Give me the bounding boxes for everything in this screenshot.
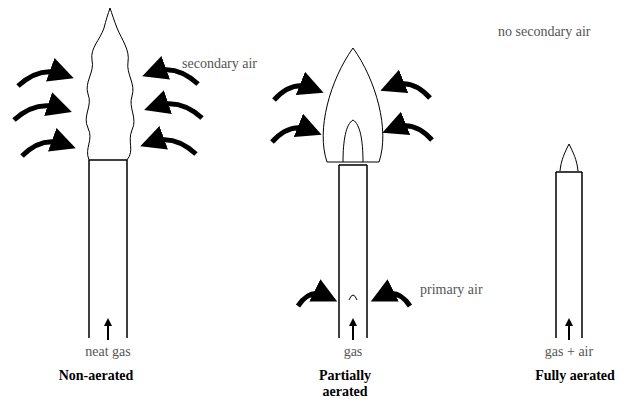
burner-caption: Fully aerated xyxy=(530,368,620,384)
secondary-air-arrows xyxy=(272,84,432,142)
air-label: primary air xyxy=(420,282,490,297)
gas-flow-arrow xyxy=(352,322,354,340)
burner-caption: Partially aerated xyxy=(300,368,390,400)
primary-air-arrows xyxy=(298,294,410,306)
supply-label: gas xyxy=(303,344,403,359)
gas-flow-arrow xyxy=(568,322,570,340)
fully-aerated-burner xyxy=(556,144,582,338)
partially-aerated-burner xyxy=(323,48,383,338)
air-label: secondary air xyxy=(182,56,272,71)
burner-caption: Non-aerated xyxy=(36,368,156,384)
secondary-air-arrows xyxy=(14,70,202,156)
supply-label: neat gas xyxy=(58,344,158,359)
non-aerated-burner xyxy=(86,8,134,338)
supply-label: gas + air xyxy=(519,344,619,359)
gas-flow-arrow xyxy=(107,322,109,340)
air-label: no secondary air xyxy=(498,24,628,39)
gas-jet xyxy=(349,295,357,300)
